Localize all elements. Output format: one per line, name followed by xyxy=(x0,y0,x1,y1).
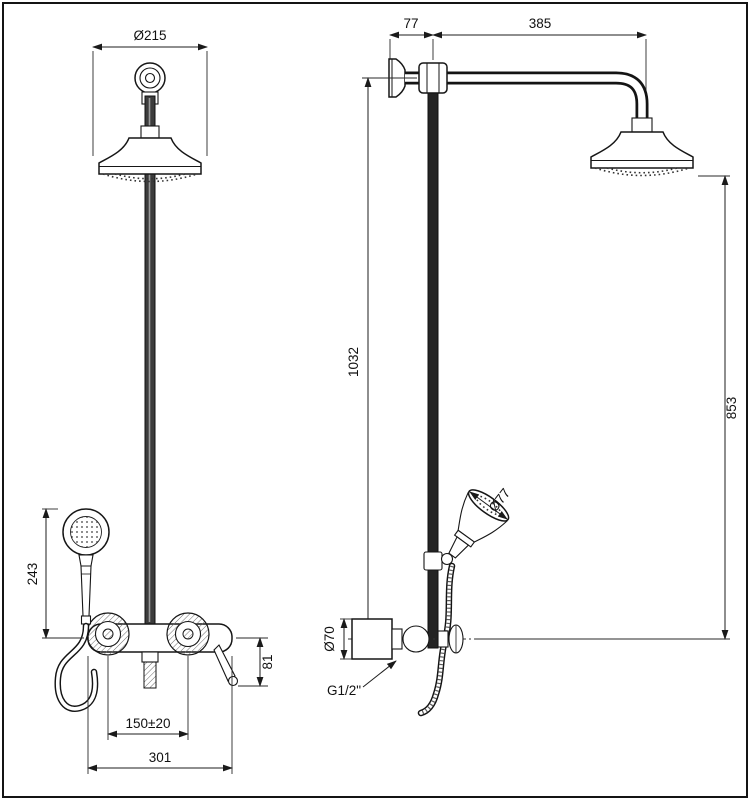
side-view: 77 385 xyxy=(322,16,739,717)
escutcheon-box xyxy=(351,618,393,660)
dim-label-outlet-drop: 81 xyxy=(260,654,275,669)
head-connector xyxy=(631,117,653,133)
dim-head-to-outlet: 853 xyxy=(475,175,739,640)
dim-head-diameter: Ø215 xyxy=(92,28,208,156)
dim-label-connection-thread: G1/2" xyxy=(327,683,361,698)
riser-pipe-front xyxy=(144,95,156,625)
shower-arm-side xyxy=(405,62,653,133)
hand-shower-hose-side xyxy=(417,562,456,717)
dim-column-height: 1032 xyxy=(346,77,417,640)
dim-label-escutcheon-diameter: Ø70 xyxy=(322,626,337,652)
shower-head-side xyxy=(590,131,694,177)
mixer-front xyxy=(86,612,239,689)
dim-label-handshower-height: 243 xyxy=(25,563,40,586)
dim-connection-thread: G1/2" xyxy=(327,660,397,698)
dim-wall-offset: 77 xyxy=(389,16,434,60)
dim-label-body-width: 301 xyxy=(149,750,172,765)
left-valve-handle xyxy=(86,612,130,656)
right-valve-handle xyxy=(166,612,210,656)
outlet-thread xyxy=(143,661,157,689)
hand-shower-front xyxy=(54,508,110,712)
dim-label-wall-offset: 77 xyxy=(403,16,418,31)
front-view: Ø215 xyxy=(25,28,275,774)
riser-pipe-side xyxy=(427,92,439,649)
dim-label-head-to-outlet: 853 xyxy=(724,397,739,420)
outlet-nut xyxy=(141,651,159,663)
diverter-knob xyxy=(227,675,239,687)
hand-shower-hose-front xyxy=(54,622,99,712)
dim-escutcheon-diameter: Ø70 xyxy=(322,618,352,660)
mixer-side-view xyxy=(351,618,464,660)
dim-label-arm-length: 385 xyxy=(529,16,552,31)
dim-outlet-drop: 81 xyxy=(236,637,275,687)
shower-head-front xyxy=(98,125,202,183)
arm-union-collar xyxy=(418,62,448,94)
dim-handshower-height: 243 xyxy=(25,508,84,639)
handshower-holder xyxy=(423,551,443,571)
dim-label-column-height: 1032 xyxy=(346,347,361,377)
dim-body-width: 301 xyxy=(87,656,233,774)
dim-label-valve-spacing: 150±20 xyxy=(126,716,171,731)
dim-valve-spacing: 150±20 xyxy=(107,656,189,740)
dim-label-head-diameter: Ø215 xyxy=(133,28,166,43)
hand-shower-side: Ø77 xyxy=(417,486,513,717)
